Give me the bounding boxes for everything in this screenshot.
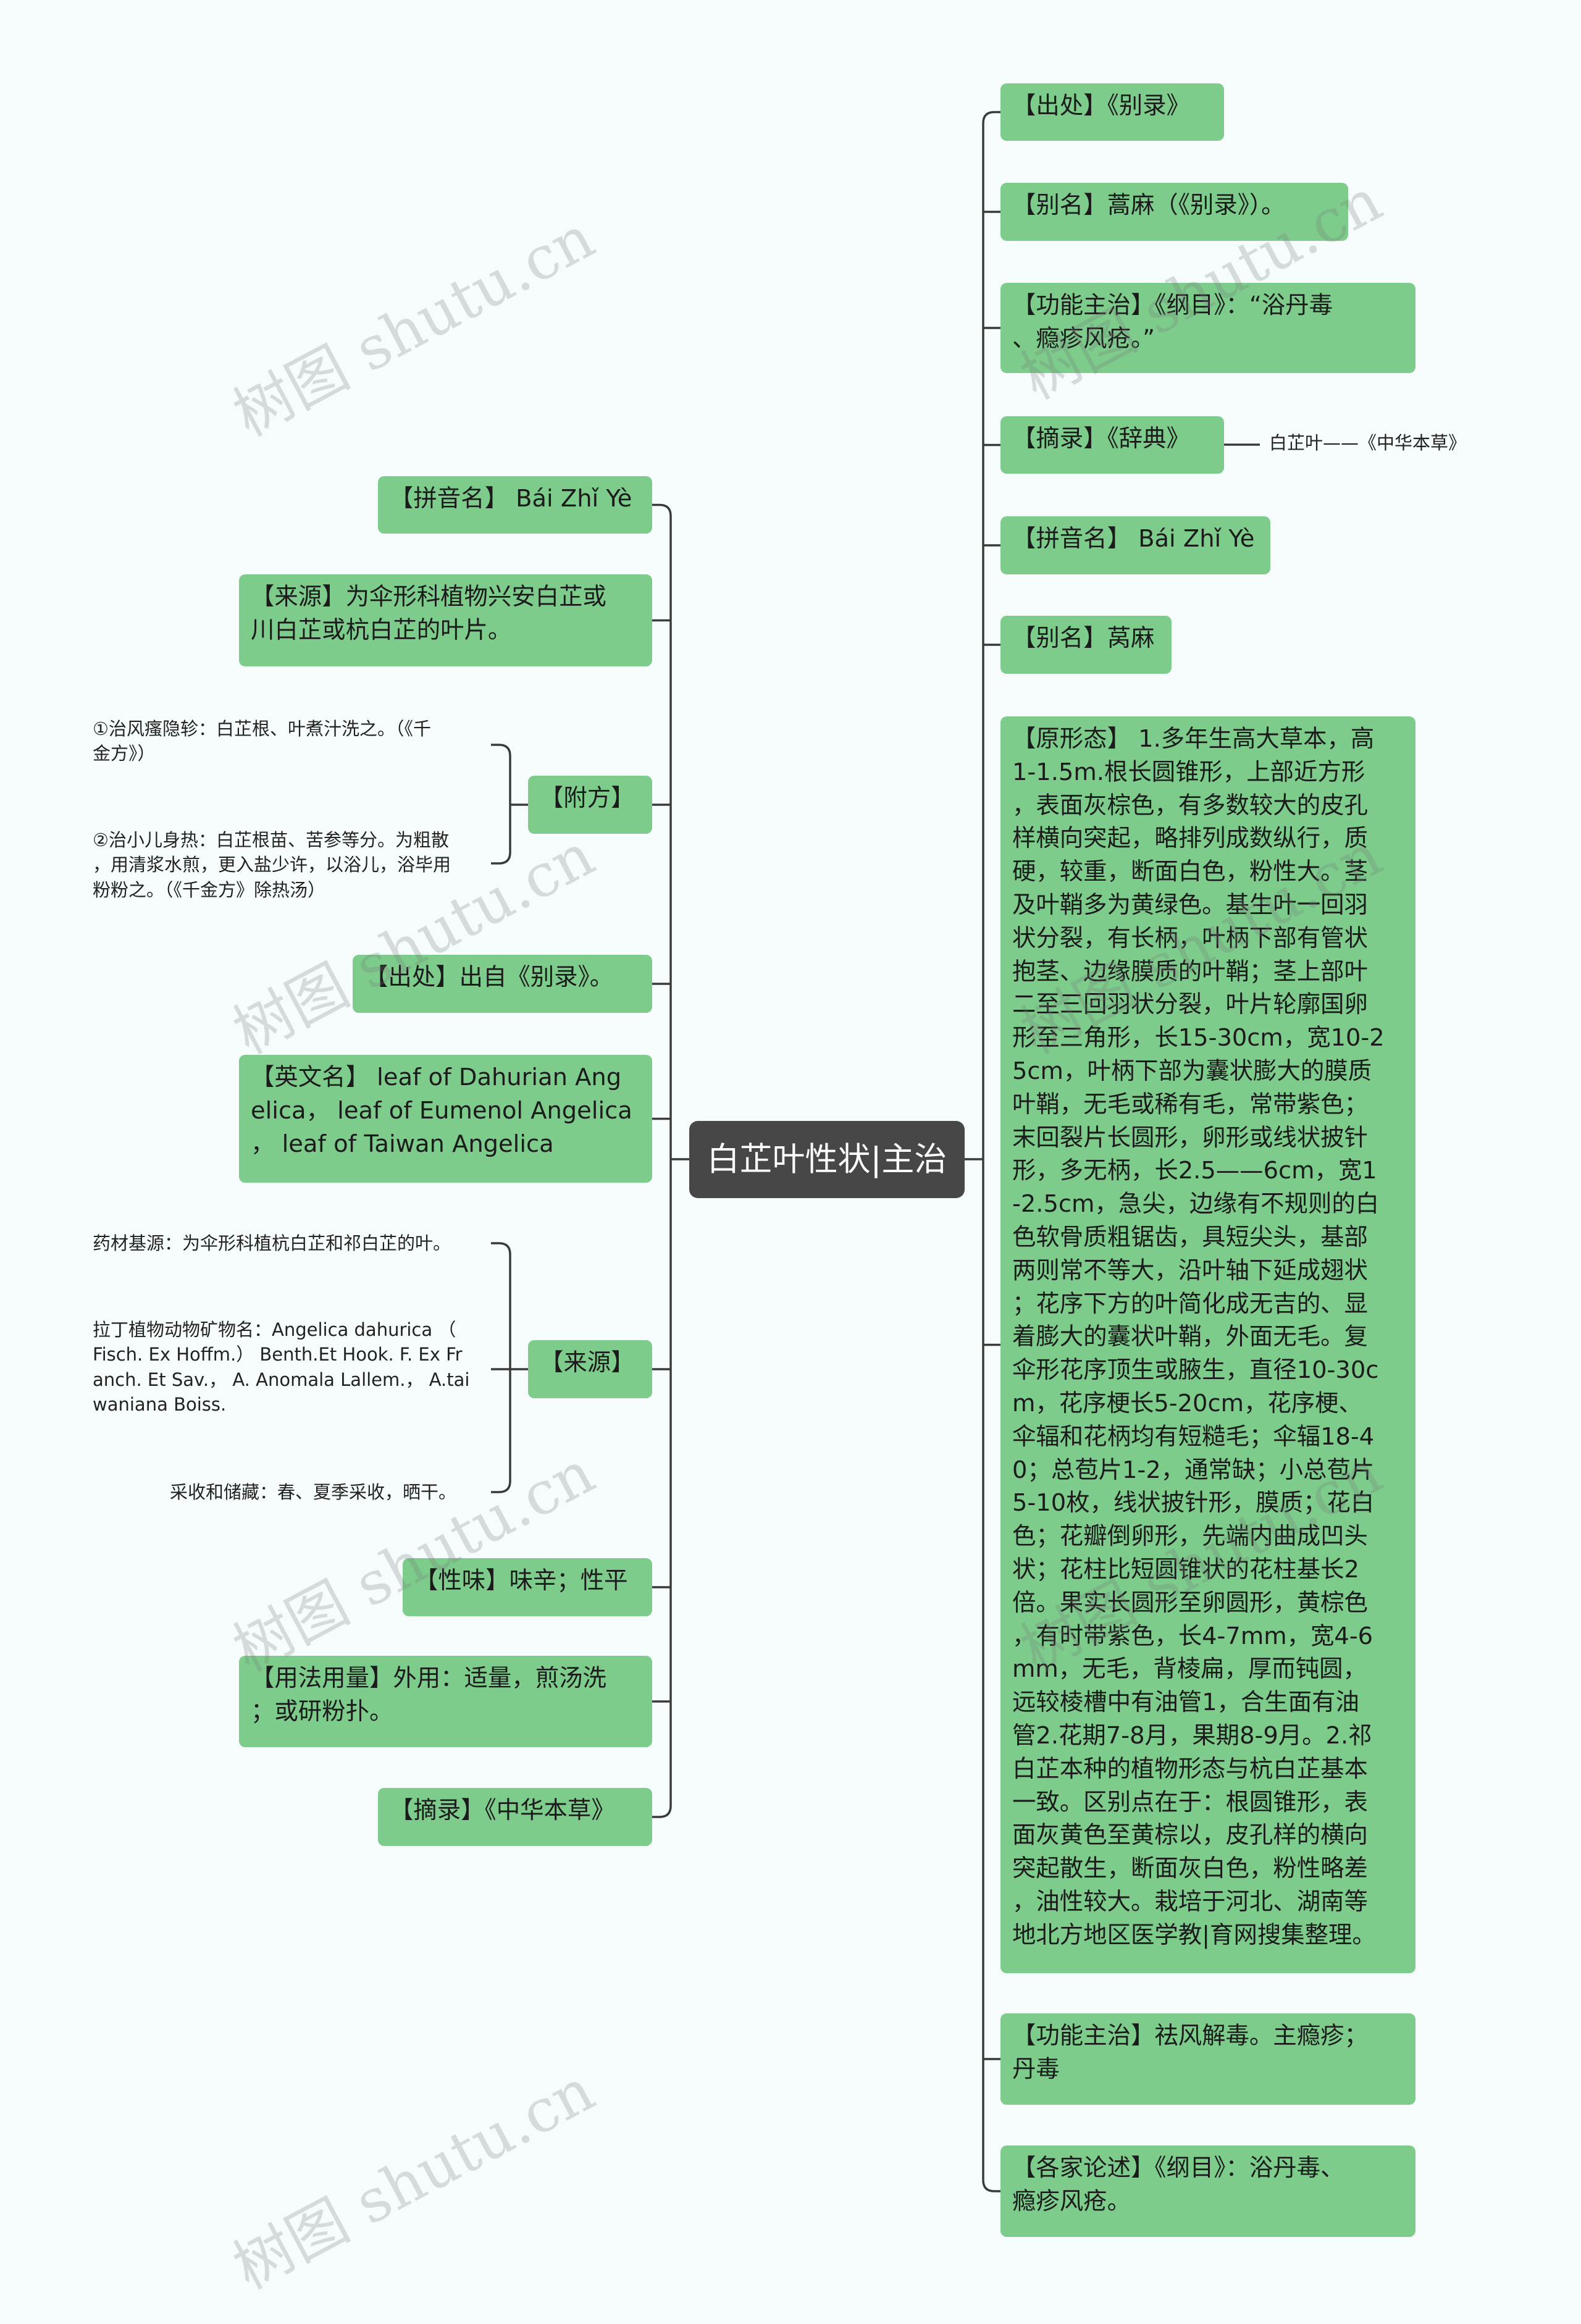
connector-line [982, 111, 1000, 124]
node-gongneng-zhuzhi[interactable]: 【功能主治】祛风解毒。主瘾疹； 丹毒 [1000, 2013, 1415, 2105]
connector-line [491, 852, 511, 865]
connector-line [982, 2179, 1000, 2192]
node-laiyuan-text[interactable]: 【来源】为伞形科植物兴安白芷或 川白芷或杭白芷的叶片。 [239, 574, 652, 666]
connector-line [652, 503, 672, 516]
node-yuanxingtai[interactable]: 【原形态】 1.多年生高大草本，高 1-1.5m.根长圆锥形，上部近方形 ，表面… [1000, 716, 1415, 1973]
node-chuchu-left[interactable]: 【出处】出自《别录》。 [353, 955, 652, 1013]
node-fufang[interactable]: 【附方】 [528, 776, 652, 834]
node-gejia-lunshu[interactable]: 【各家论述】《纲目》：浴丹毒、 瘾疹风疮。 [1000, 2146, 1415, 2237]
node-zhailu-cidian[interactable]: 【摘录】《辞典》 [1000, 416, 1224, 474]
central-topic[interactable]: 白芷叶性状|主治 [689, 1121, 965, 1198]
node-bieming-haoma[interactable]: 【别名】蒿麻（《别录》）。 [1000, 183, 1348, 241]
connector-line [491, 744, 511, 757]
leaf-fufang-2[interactable]: ②治小儿身热：白芷根苗、苦参等分。为粗散 ，用清浆水煎，更入盐少许，以浴儿，浴毕… [93, 829, 451, 900]
node-laiyuan[interactable]: 【来源】 [528, 1340, 652, 1398]
node-bieming-woma[interactable]: 【别名】莴麻 [1000, 616, 1172, 674]
connector-line [652, 1805, 672, 1818]
connector-line [491, 1480, 511, 1493]
node-zhailu-left[interactable]: 【摘录】《中华本草》 [378, 1788, 652, 1846]
node-pinyin-left[interactable]: 【拼音名】 Bái Zhǐ Yè [378, 476, 652, 534]
node-english-name[interactable]: 【英文名】 leaf of Dahurian Ang elica， leaf o… [239, 1055, 652, 1183]
leaf-zhonghua-bencao[interactable]: 白芷叶——《中华本草》 [1269, 432, 1467, 453]
leaf-laiyuan-jiyuan[interactable]: 药材基源：为伞形科植杭白芷和祁白芷的叶。 [93, 1233, 451, 1254]
node-yongfa-yongliang[interactable]: 【用法用量】外用：适量，煎汤洗 ；或研粉扑。 [239, 1656, 652, 1747]
node-xingwei[interactable]: 【性味】味辛；性平 [403, 1558, 652, 1616]
leaf-fufang-1[interactable]: ①治风瘙隐轸：白芷根、叶煮汁洗之。（《千 金方》） [93, 718, 431, 765]
leaf-laiyuan-latin[interactable]: 拉丁植物动物矿物名：Angelica dahurica （ Fisch. Ex … [93, 1319, 470, 1415]
node-chuchu-bielu[interactable]: 【出处】《别录》 [1000, 83, 1224, 141]
connector-line [491, 1242, 511, 1255]
node-gongneng-gangmu[interactable]: 【功能主治】《纲目》：“浴丹毒 、瘾疹风疮。” [1000, 283, 1415, 373]
leaf-laiyuan-caishou[interactable]: 采收和储藏：春、夏季采收，晒干。 [170, 1482, 457, 1503]
node-pinyin-right[interactable]: 【拼音名】 Bái Zhǐ Yè [1000, 516, 1270, 574]
